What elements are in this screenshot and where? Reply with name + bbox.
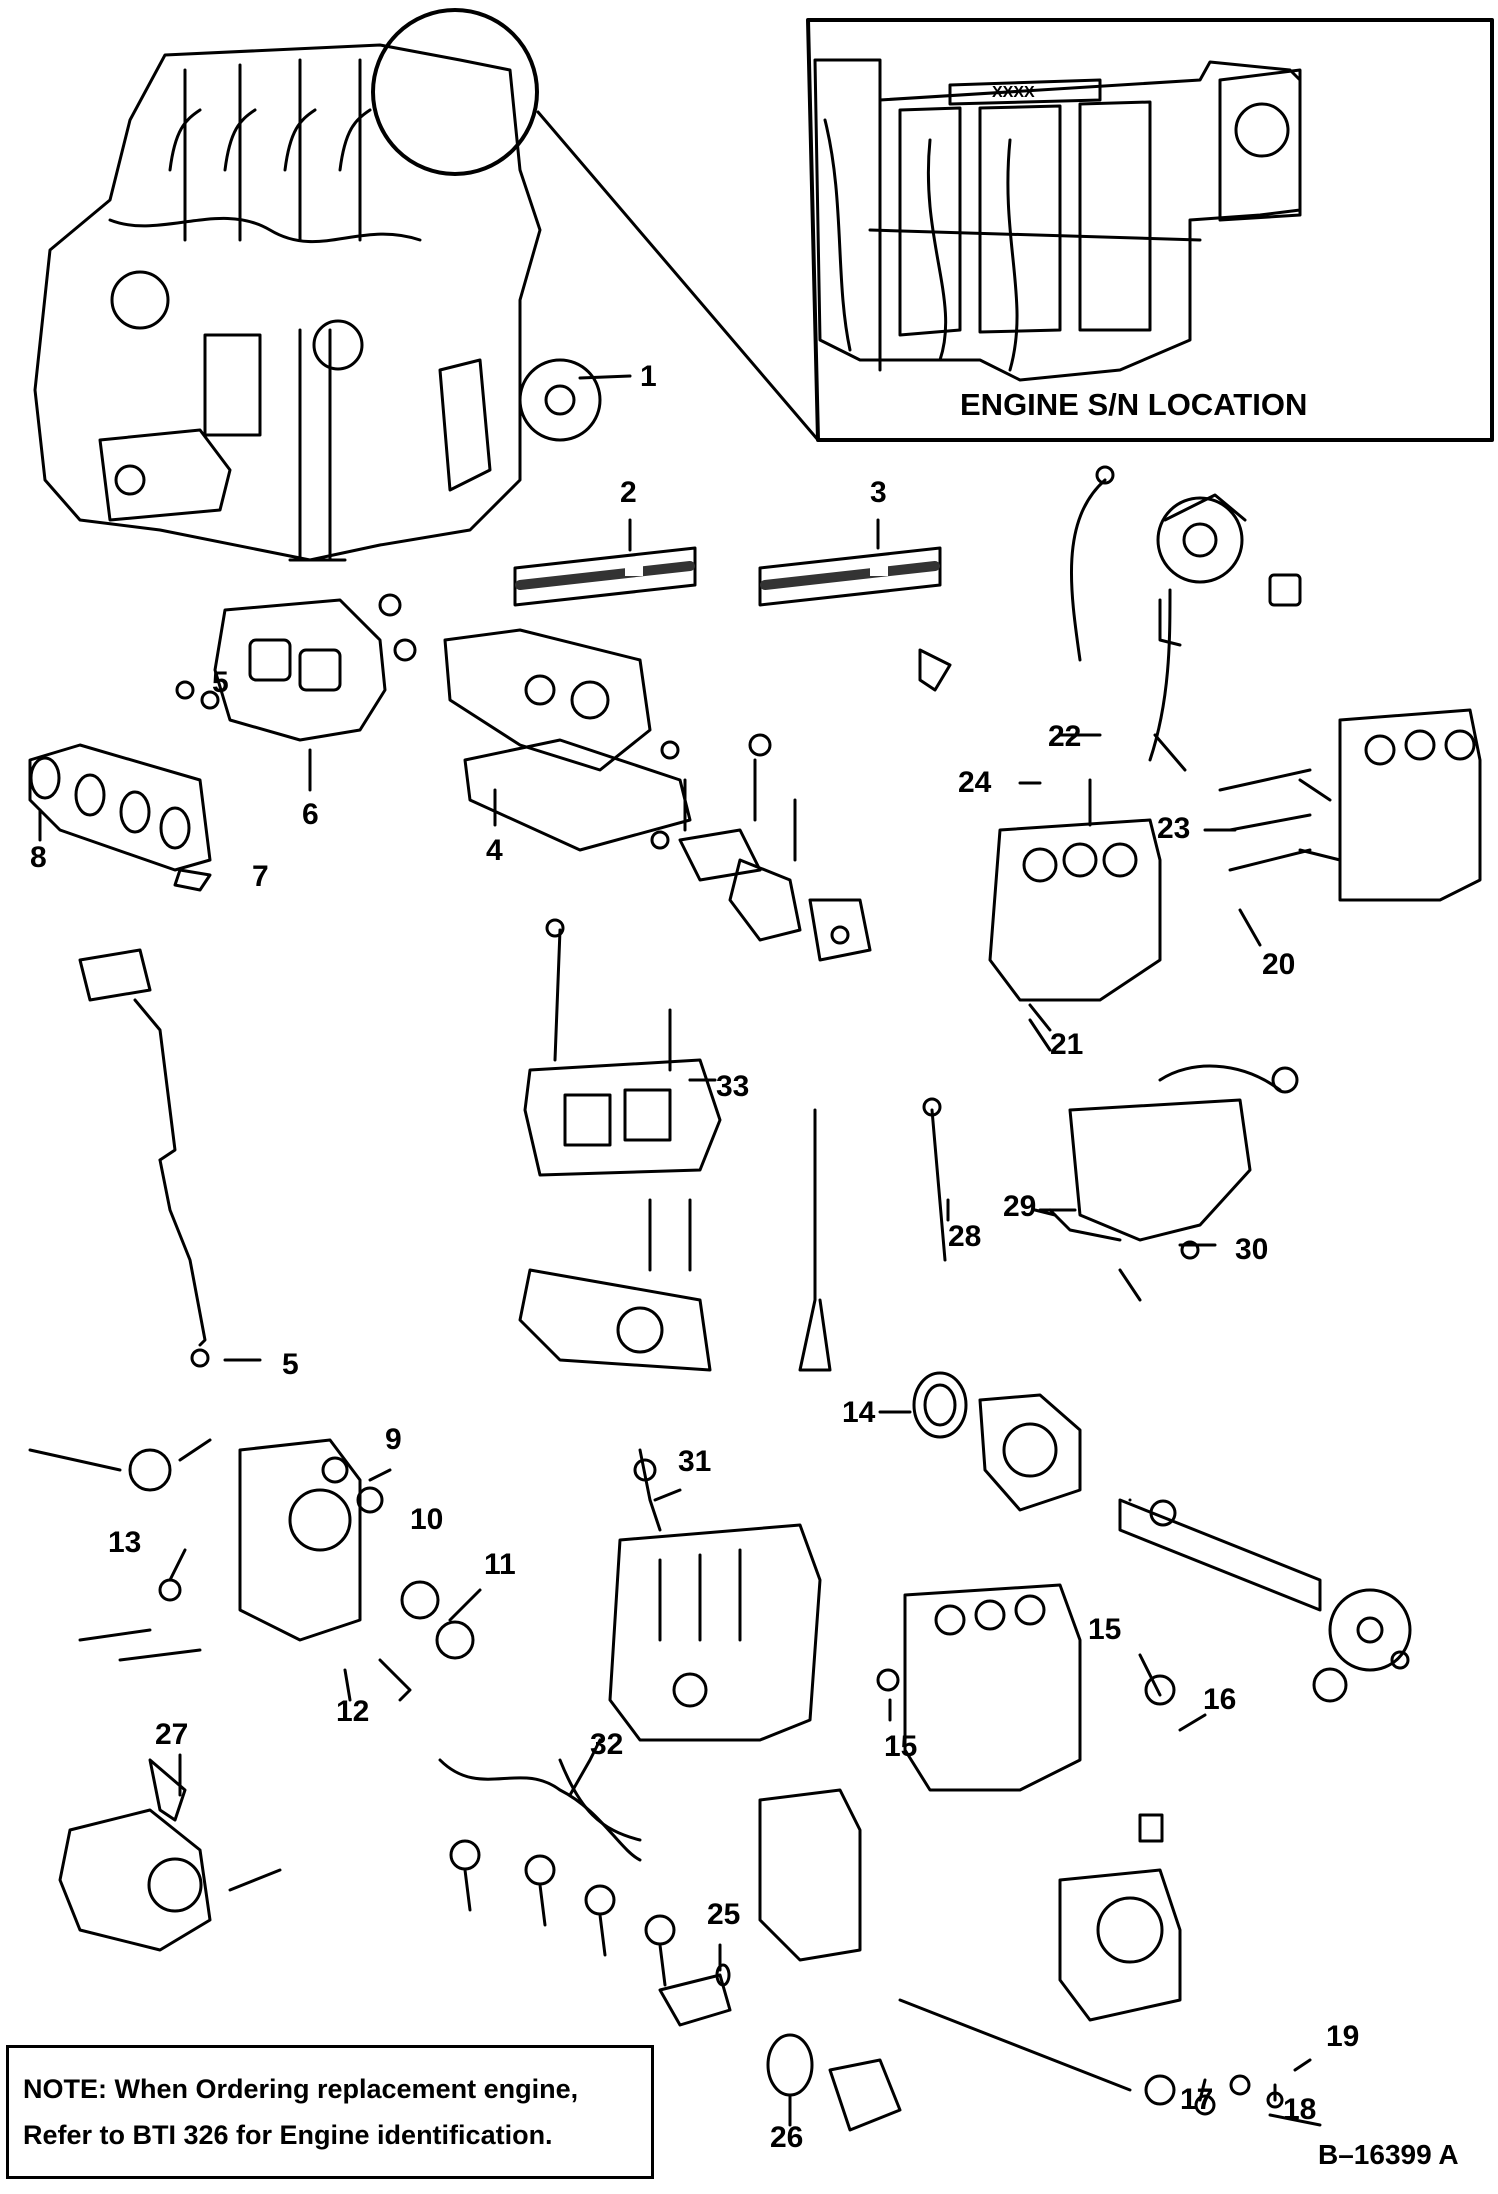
callout-24: 24 (958, 766, 992, 799)
cylinder-block-20-21 (988, 708, 1482, 1032)
rear-seal-cover-14 (878, 1371, 1082, 1512)
turbocharger-and-oil-lines (1070, 465, 1302, 772)
callout-5b: 5 (212, 666, 229, 699)
valve-cover-4 (443, 628, 692, 852)
callout-26: 26 (770, 2121, 804, 2154)
callout-16: 16 (1203, 1683, 1237, 1716)
callout-23: 23 (1157, 812, 1191, 845)
short-block-15-16 (876, 1498, 1412, 1792)
gasket-set-2 (513, 518, 697, 607)
callout-11: 11 (484, 1548, 516, 1581)
front-gear-cover-9-13 (28, 1438, 475, 1702)
callout-32: 32 (590, 1728, 624, 1761)
inset-frame (371, 8, 1494, 442)
note-line-2: Refer to BTI 326 for Engine identificati… (23, 2120, 553, 2150)
callout-15b: 15 (884, 1730, 918, 1763)
exhaust-manifold-8 (28, 743, 212, 892)
callout-8: 8 (30, 841, 47, 874)
callout-5a: 5 (282, 1348, 299, 1381)
callout-10: 10 (410, 1503, 444, 1536)
fuel-pump-25-filter-26 (658, 1788, 902, 2132)
complete-engine-drawing (33, 43, 632, 562)
callout-20: 20 (1262, 948, 1296, 981)
figure-id: B–16399 A (1318, 2139, 1459, 2170)
inset-engine-block-drawing (813, 58, 1302, 382)
injection-lines-32 (438, 1738, 676, 1987)
leader-lines (168, 733, 1312, 2102)
callout-4: 4 (486, 834, 503, 867)
callout-21: 21 (1050, 1028, 1084, 1061)
callout-12: 12 (336, 1695, 370, 1728)
callout-18: 18 (1283, 2093, 1317, 2126)
callout-2: 2 (620, 476, 637, 509)
timing-cover-17-19 (898, 1813, 1322, 2127)
alternator-27 (58, 1753, 282, 1952)
engine-sn-location-caption: ENGINE S/N LOCATION (960, 387, 1308, 422)
callout-9: 9 (385, 1423, 402, 1456)
gasket-set-3 (758, 518, 942, 607)
cylinder-head-33 (518, 918, 832, 1372)
callout-22: 22 (1048, 720, 1082, 753)
callout-33: 33 (716, 1070, 750, 1103)
callout-7: 7 (252, 860, 269, 893)
callout-28: 28 (948, 1220, 982, 1253)
callout-17: 17 (1180, 2083, 1214, 2116)
rocker-arm-assembly (650, 648, 952, 962)
callout-25: 25 (707, 1898, 741, 1931)
callout-19: 19 (1326, 2020, 1360, 2053)
callout-30: 30 (1235, 1233, 1269, 1266)
callout-3: 3 (870, 476, 887, 509)
oil-pan-and-dipstick (922, 1064, 1299, 1302)
callout-27: 27 (155, 1718, 189, 1751)
callout-15a: 15 (1088, 1613, 1122, 1646)
serial-number-stamp: XXXX (992, 84, 1035, 101)
callout-14: 14 (842, 1396, 876, 1429)
callout-6: 6 (302, 798, 319, 831)
callout-29: 29 (1003, 1190, 1037, 1223)
intake-manifold-6 (175, 593, 417, 792)
callout-31: 31 (678, 1445, 712, 1478)
fuel-injector-5 (78, 948, 262, 1368)
callout-13: 13 (108, 1526, 142, 1559)
ordering-note: NOTE: When Ordering replacement engine, … (6, 2045, 654, 2179)
long-block-31 (608, 1448, 822, 1742)
note-line-1: NOTE: When Ordering replacement engine, (23, 2074, 579, 2104)
callout-1: 1 (640, 360, 657, 393)
